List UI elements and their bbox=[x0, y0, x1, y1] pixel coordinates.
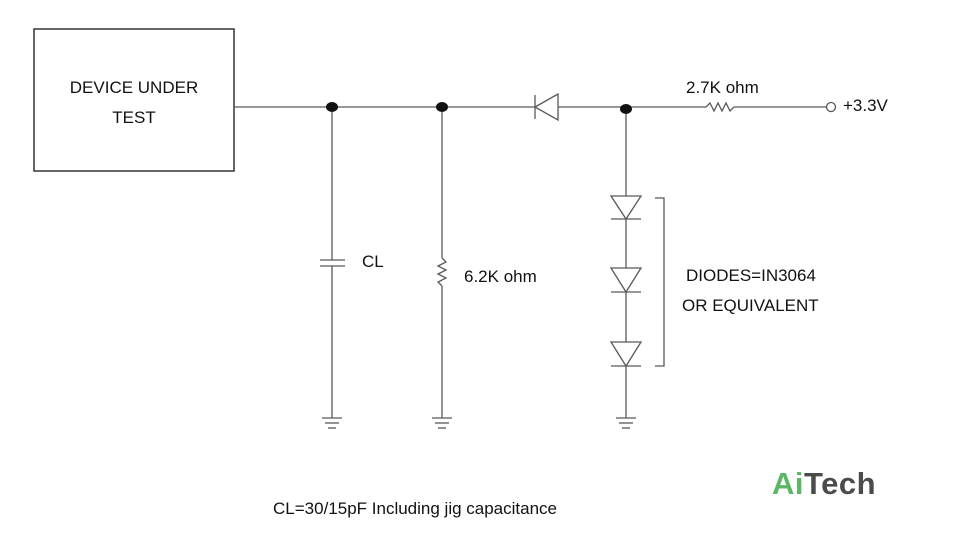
load-resistor-label: 6.2K ohm bbox=[464, 267, 537, 286]
diode-stack bbox=[609, 107, 643, 418]
junction-dot bbox=[326, 102, 338, 112]
ground-symbol-diodes bbox=[616, 417, 636, 429]
footnote: CL=30/15pF Including jig capacitance bbox=[273, 499, 557, 518]
supply-terminal bbox=[825, 101, 837, 113]
load-resistor-branch bbox=[436, 107, 448, 418]
logo-part-tech: Tech bbox=[804, 466, 877, 501]
aitech-logo: AiTech bbox=[772, 466, 876, 502]
diode-bracket bbox=[655, 197, 665, 367]
series-diode bbox=[533, 92, 559, 122]
ground-symbol-load bbox=[432, 417, 452, 429]
pullup-resistor-label: 2.7K ohm bbox=[686, 78, 759, 97]
logo-part-ai: Ai bbox=[772, 466, 804, 501]
dut-label: DEVICE UNDER TEST bbox=[34, 29, 234, 171]
pullup-resistor bbox=[705, 101, 735, 113]
junction-dot bbox=[620, 104, 632, 114]
ground-symbol-cl bbox=[322, 417, 342, 429]
dut-label-line2: TEST bbox=[112, 108, 156, 127]
capacitor-branch bbox=[320, 107, 345, 418]
junction-dot bbox=[436, 102, 448, 112]
dut-label-line1: DEVICE UNDER bbox=[69, 78, 199, 97]
supply-label: +3.3V bbox=[843, 96, 888, 115]
dut-box bbox=[33, 28, 235, 172]
capacitor-label: CL bbox=[362, 252, 384, 271]
diodes-label-line1: DIODES=IN3064 bbox=[686, 266, 816, 285]
diodes-label-line2: OR EQUIVALENT bbox=[682, 296, 819, 315]
